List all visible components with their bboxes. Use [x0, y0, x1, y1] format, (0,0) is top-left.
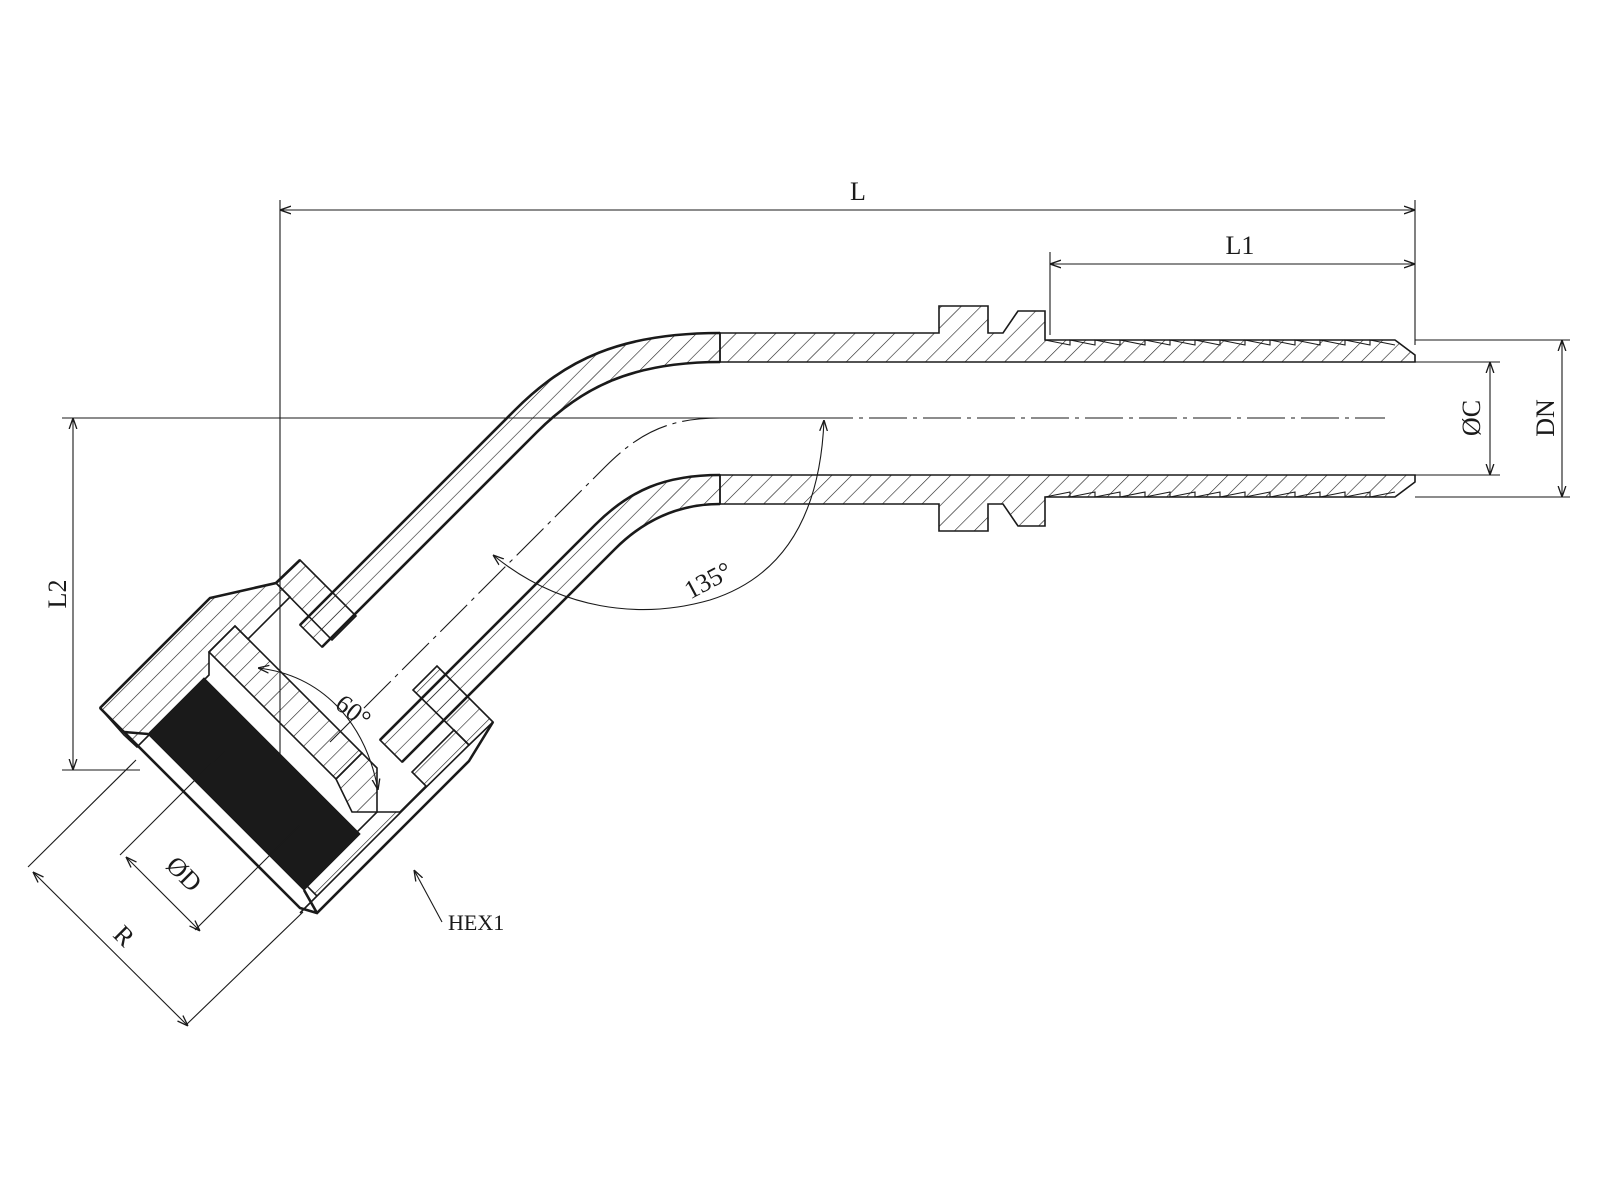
label-L1: L1	[1226, 231, 1255, 260]
label-HEX1: HEX1	[448, 910, 504, 935]
dimension-C: ØC	[1395, 361, 1500, 476]
nut-thread	[147, 677, 361, 891]
label-DN: DN	[1531, 399, 1560, 437]
label-R: R	[108, 920, 141, 953]
leader-HEX1: HEX1	[414, 870, 504, 935]
nut-outline	[99, 559, 495, 915]
dimension-L2: L2	[43, 417, 820, 771]
dimension-L1: L1	[1049, 231, 1415, 335]
dimension-DN: DN	[1415, 339, 1570, 498]
hose-barbs	[1044, 339, 1396, 498]
label-C: ØC	[1457, 400, 1486, 436]
label-L: L	[850, 177, 866, 206]
tube-lower-wall	[719, 474, 1416, 532]
tube-upper-wall	[719, 305, 1416, 363]
label-D: ØD	[160, 850, 207, 897]
label-L2: L2	[43, 580, 72, 609]
label-135: 135°	[679, 556, 736, 605]
bore-contour	[299, 331, 721, 763]
